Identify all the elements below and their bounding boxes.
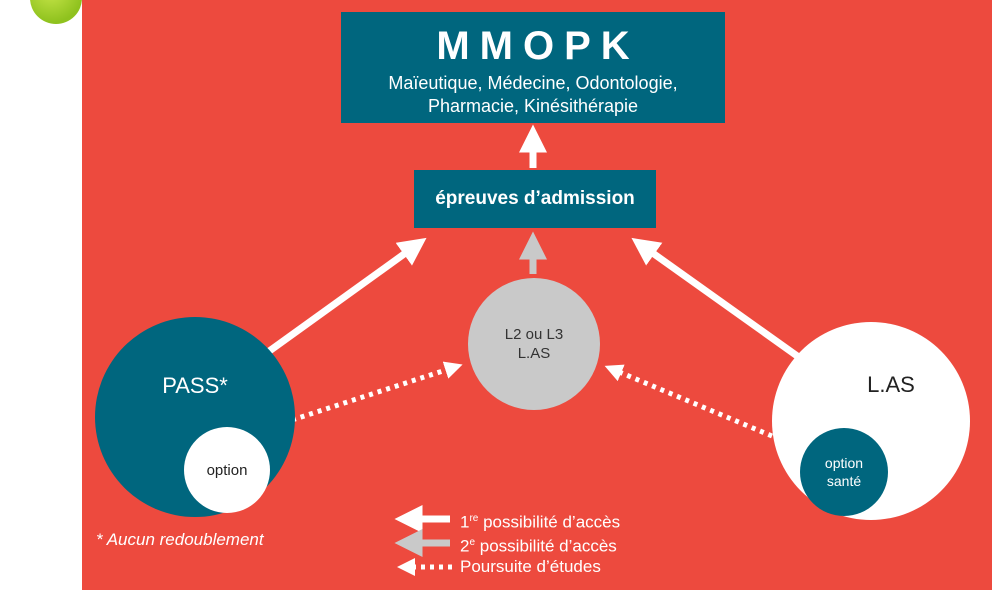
dotted-arrow-las-to-l2l3 <box>604 364 773 439</box>
pass-option-label: option <box>206 461 248 479</box>
mmopk-subtitle-line1: Maïeutique, Médecine, Odontologie, <box>388 73 678 93</box>
las-label: L.AS <box>867 372 915 397</box>
dotted-arrow-pass-to-l2l3 <box>291 361 463 423</box>
legend-third-text: Poursuite d’études <box>460 557 601 576</box>
mmopk-title: MMOPK <box>436 24 640 68</box>
admission-exams-box: épreuves d’admission <box>414 170 656 228</box>
las-option-line2: santé <box>826 473 862 489</box>
footnote-no-repeat: * Aucun redoublement <box>96 530 264 549</box>
legend-first-access: 1re possibilité d’accès <box>460 508 620 534</box>
legend-second-text: possibilité d’accès <box>475 536 617 556</box>
legend-continuation: Poursuite d’études <box>460 556 601 578</box>
legend-second-num: 2 <box>460 536 470 556</box>
legend-first-sup: re <box>469 513 479 524</box>
pass-option-circle: option <box>184 427 270 513</box>
las-option-line1: option <box>824 455 864 471</box>
arrow-las-to-exam <box>631 237 803 361</box>
las-option-sante-circle: option santé <box>800 428 888 516</box>
legend-first-text: possibilité d’accès <box>478 512 621 532</box>
mmopk-subtitle-line2: Pharmacie, Kinésithérapie <box>427 96 639 116</box>
l2l3-label-line1: L2 ou L3 <box>504 326 564 343</box>
legend-first-num: 1 <box>460 512 470 532</box>
mmopk-subtitle: Maïeutique, Médecine, Odontologie, Pharm… <box>341 72 725 118</box>
legend-second-sup: e <box>469 537 476 548</box>
l2l3-label-line2: L.AS <box>517 345 551 362</box>
pass-label: PASS* <box>162 373 228 398</box>
legend-second-access: 2e possibilité d’accès <box>460 532 617 558</box>
arrow-pass-to-exam <box>265 237 427 355</box>
l2-l3-las-circle: L2 ou L3 L.AS <box>468 278 600 410</box>
mmopk-title-box: MMOPK Maïeutique, Médecine, Odontologie,… <box>341 12 725 123</box>
